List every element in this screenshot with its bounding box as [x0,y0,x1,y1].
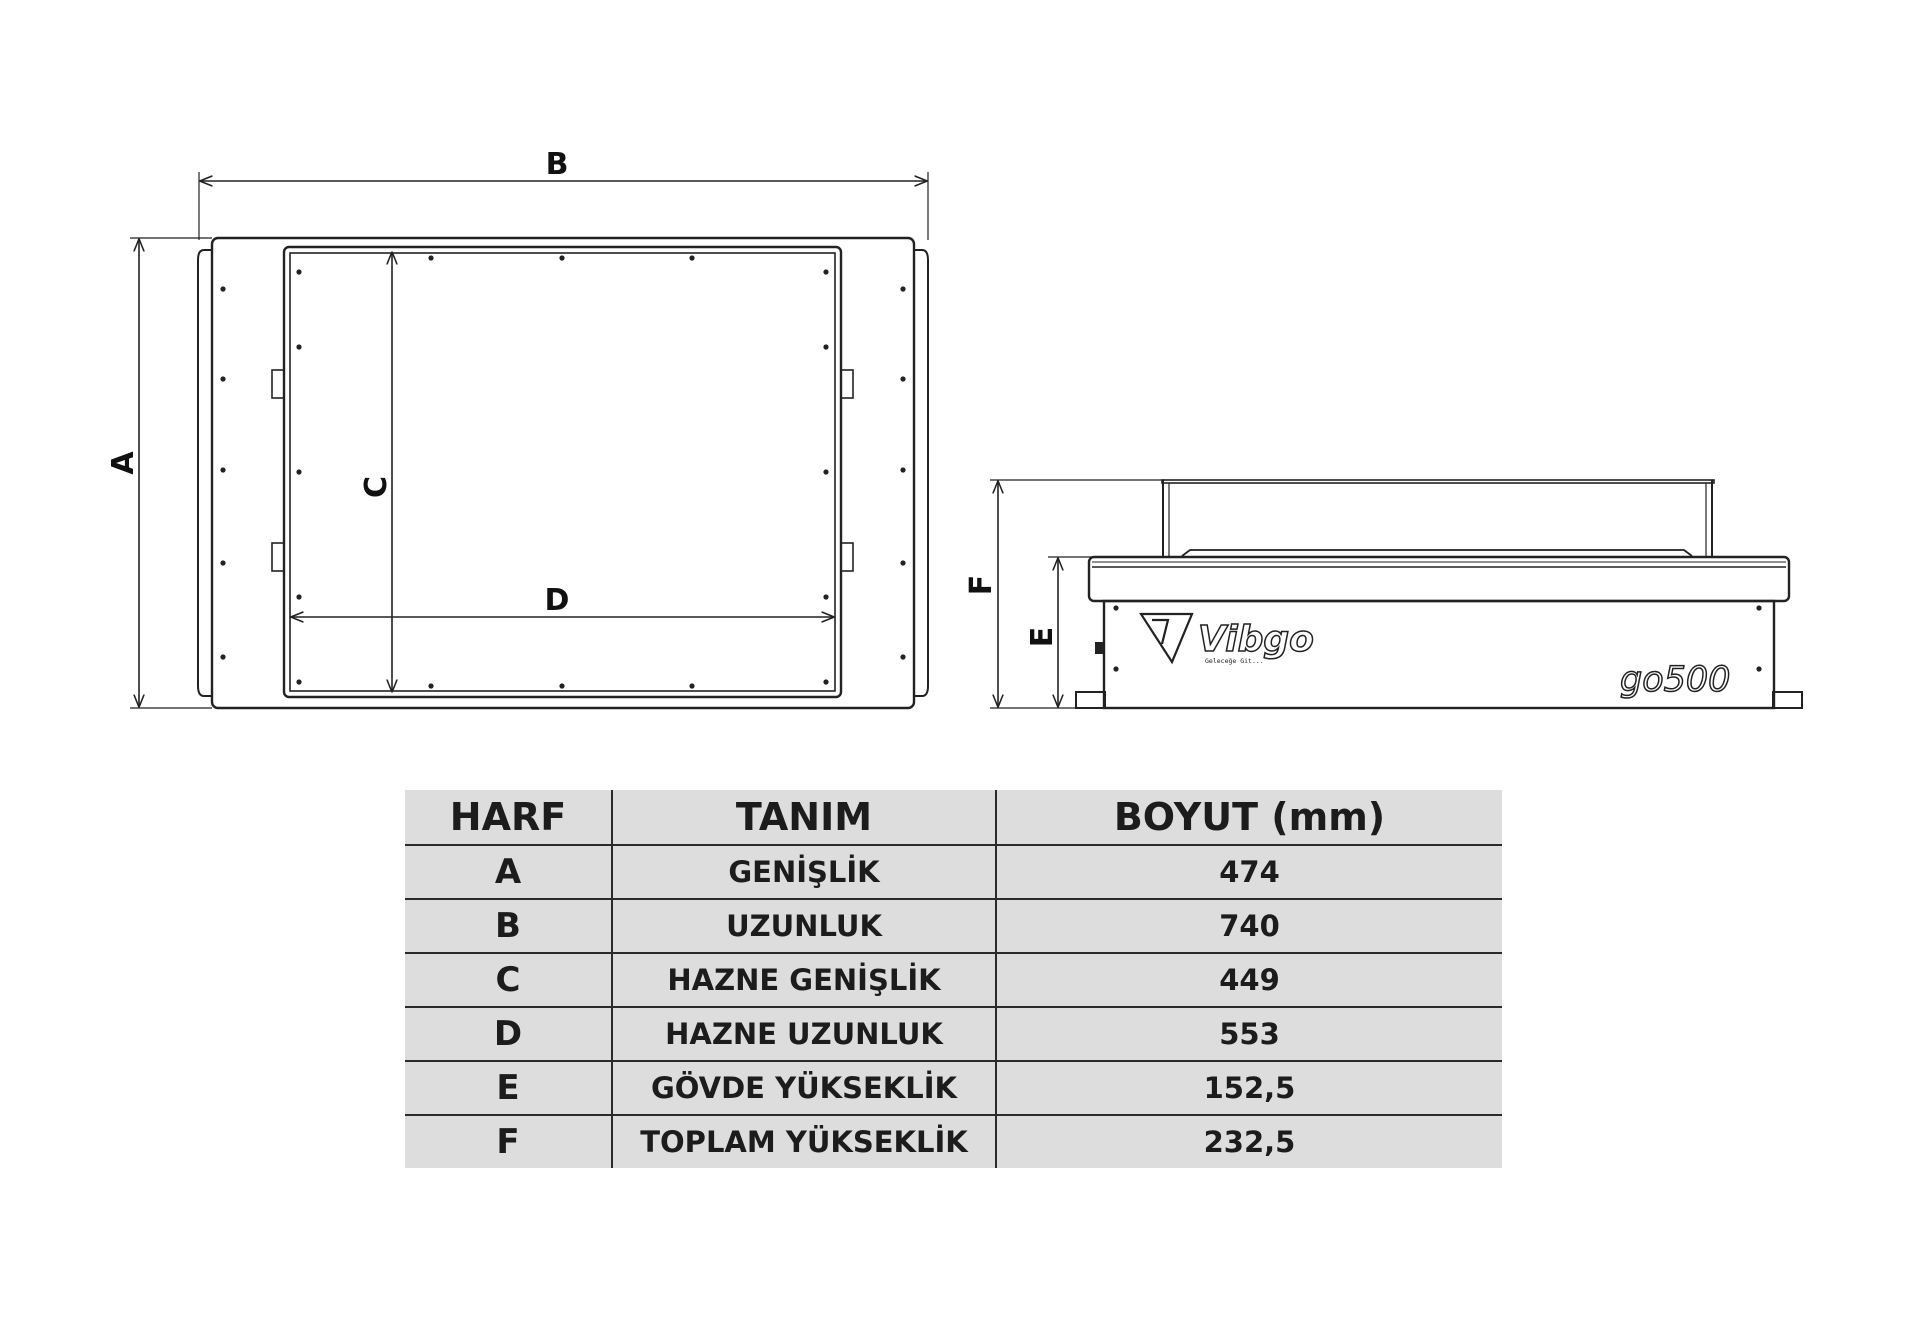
cell-harf: C [405,953,612,1008]
cell-tanim: HAZNE GENİŞLİK [611,953,996,1008]
dimension-label-f: F [964,575,999,596]
header-boyut: BOYUT (mm) [995,790,1502,846]
lid-outline [1087,555,1791,603]
table-row: B UZUNLUK 740 [405,899,1502,954]
dimension-label-b: B [546,147,569,182]
dimension-label-e: E [1025,627,1060,648]
table-row: F TOPLAM YÜKSEKLİK 232,5 [405,1115,1502,1168]
cell-boyut: 474 [995,845,1502,900]
table-row: D HAZNE UZUNLUK 553 [405,1007,1502,1062]
side-view: F E Vibgo Geleceğe Git. [964,479,1803,710]
dimension-label-a: A [106,451,141,475]
cell-harf: D [405,1007,612,1062]
screw-dots [220,255,906,689]
table-header-row: HARF TANIM BOYUT (mm) [405,790,1502,846]
table-row: C HAZNE GENİŞLİK 449 [405,953,1502,1008]
cell-harf: E [405,1061,612,1116]
dimension-label-c: C [359,476,394,498]
top-view: B A C D [106,147,929,710]
outer-body-outline [210,236,916,710]
cell-boyut: 449 [995,953,1502,1008]
cell-boyut: 553 [995,1007,1502,1062]
vibgo-logo: Vibgo Geleceğe Git... [1138,612,1315,665]
table-row: E GÖVDE YÜKSEKLİK 152,5 [405,1061,1502,1116]
header-harf: HARF [405,790,612,846]
dimensions-table: HARF TANIM BOYUT (mm) A GENİŞLİK 474 B U… [405,790,1502,1168]
body-outline [1102,599,1776,710]
cell-tanim: UZUNLUK [611,899,996,954]
vibgo-logo-text: Vibgo [1198,619,1314,660]
vibgo-logo-tagline: Geleceğe Git... [1205,657,1264,665]
cell-tanim: TOPLAM YÜKSEKLİK [611,1115,996,1168]
cell-tanim: GÖVDE YÜKSEKLİK [611,1061,996,1116]
cell-harf: F [496,1122,520,1162]
table-row: A GENİŞLİK 474 [405,845,1502,900]
cell-boyut: 152,5 [995,1061,1502,1116]
dimension-label-d: D [545,583,570,618]
cell-boyut: 232,5 [995,1115,1502,1168]
header-tanim: TANIM [611,790,996,846]
model-label: go500 [1620,660,1730,700]
technical-drawing: B A C D [106,147,1803,710]
hopper-outline [282,245,843,699]
cell-harf: B [405,899,612,954]
cell-tanim: GENİŞLİK [611,845,996,900]
cell-tanim: HAZNE UZUNLUK [611,1007,996,1062]
cell-boyut: 740 [995,899,1502,954]
cell-harf: A [405,845,612,900]
